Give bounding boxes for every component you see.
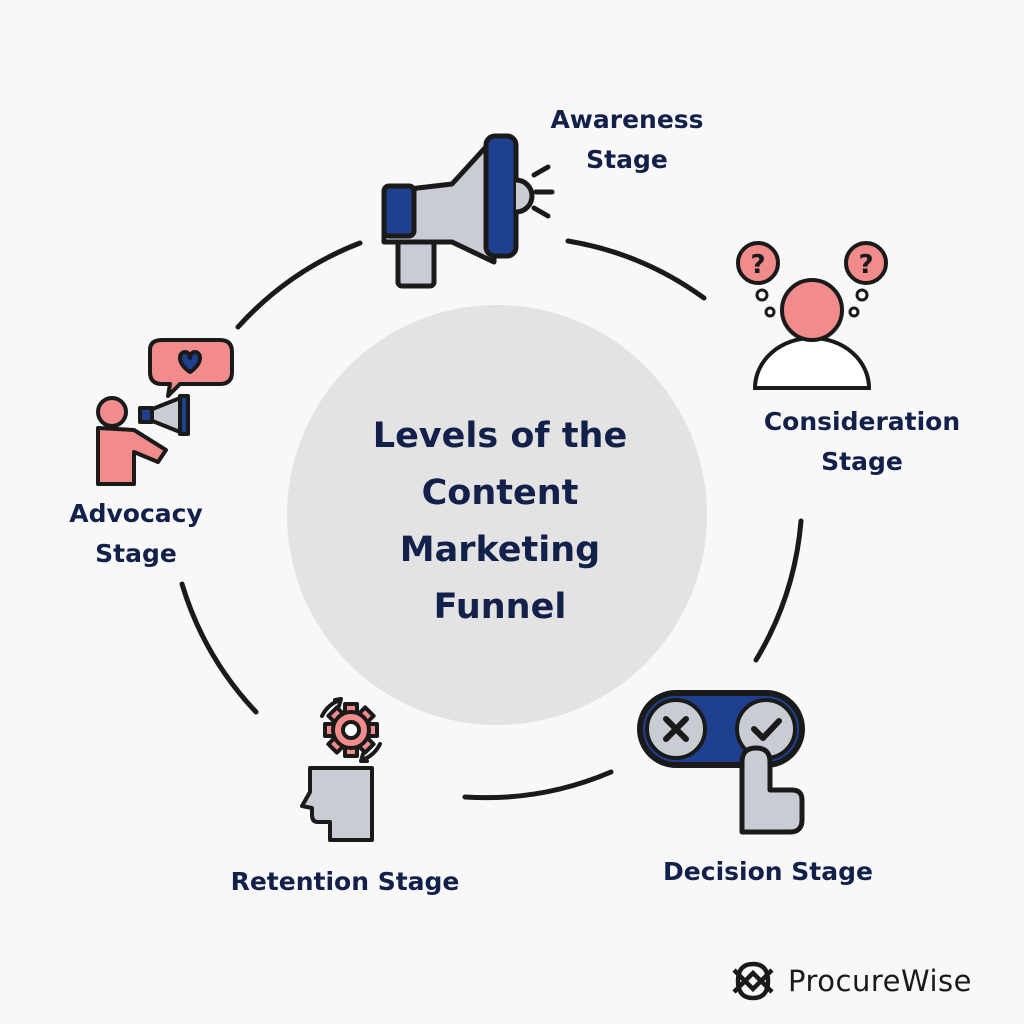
center-title-line: Levels of the	[372, 416, 628, 456]
stage-label-line: Stage	[821, 447, 903, 476]
center-title-line: Content	[421, 473, 579, 513]
stage-label-decision: Decision Stage	[648, 852, 888, 892]
center-circle	[287, 305, 707, 725]
stage-label-line: Decision Stage	[663, 857, 873, 886]
brand-name: ProcureWise	[788, 964, 973, 998]
stage-label-line: Retention Stage	[230, 867, 460, 896]
center-title: Levels of the Content Marketing Funnel	[330, 408, 670, 636]
person-megaphone-icon	[96, 338, 234, 486]
ring-arc-consideration-decision	[753, 518, 804, 663]
ring-arc-awareness-consideration	[565, 238, 707, 301]
toggle-switch-icon	[637, 690, 805, 835]
procurewise-logo-icon	[732, 961, 774, 1001]
ring-arc-decision-retention	[462, 769, 614, 801]
stage-label-line: Consideration	[763, 407, 961, 436]
cycle-ring	[179, 238, 804, 801]
gear-icon	[323, 702, 379, 758]
thinking-person-icon: ? ?	[736, 241, 888, 390]
brand: ProcureWise	[728, 956, 972, 1006]
stage-label-line: Advocacy	[69, 499, 203, 528]
ring-arc-retention-advocacy	[179, 581, 259, 715]
stage-label-line: Stage	[586, 145, 668, 174]
center-title-line: Marketing	[399, 530, 601, 570]
svg-text:?: ?	[858, 250, 873, 280]
stage-label-line: Awareness	[550, 105, 704, 134]
stage-label-consideration: Consideration Stage	[742, 402, 982, 482]
stage-label-line: Stage	[95, 539, 177, 568]
megaphone-icon	[381, 133, 555, 289]
stage-label-retention: Retention Stage	[210, 862, 480, 902]
stage-label-advocacy: Advocacy Stage	[46, 494, 226, 574]
svg-text:?: ?	[750, 250, 765, 280]
ring-arc-advocacy-awareness	[235, 240, 363, 330]
center-title-line: Funnel	[433, 587, 567, 627]
stage-label-awareness: Awareness Stage	[527, 100, 727, 180]
head-gear-icon	[300, 697, 382, 842]
